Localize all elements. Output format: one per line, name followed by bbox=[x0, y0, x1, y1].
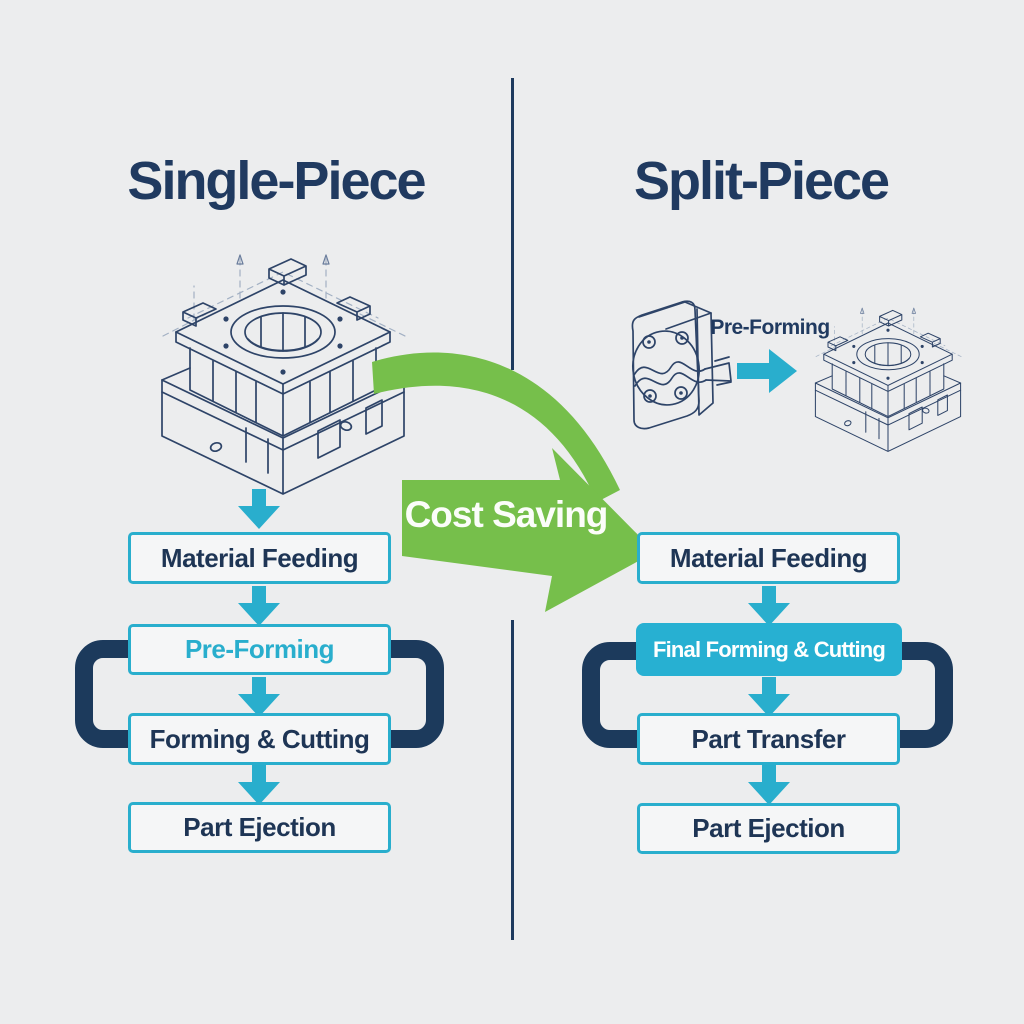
cost-saving-label: Cost Saving bbox=[404, 494, 609, 535]
step-box-forming-cutting: Forming & Cutting bbox=[128, 713, 391, 765]
transfer-arrow-icon bbox=[737, 349, 797, 393]
step-box-part-ejection-left: Part Ejection bbox=[128, 802, 391, 853]
down-arrow-icon bbox=[238, 586, 280, 626]
step-box-part-ejection-right: Part Ejection bbox=[637, 803, 900, 854]
step-box-material-feeding-right: Material Feeding bbox=[637, 532, 900, 584]
left-column-title: Single-Piece bbox=[127, 151, 426, 211]
split-piece-die-drawing bbox=[626, 300, 962, 452]
down-arrow-icon bbox=[238, 765, 280, 805]
preform-step-label: Pre-Forming bbox=[710, 316, 830, 339]
cost-saving-arrow bbox=[372, 352, 655, 612]
down-arrow-icon bbox=[238, 489, 280, 529]
down-arrow-icon bbox=[748, 677, 790, 717]
down-arrow-icon bbox=[238, 677, 280, 717]
right-column-title: Split-Piece bbox=[633, 151, 890, 211]
down-arrow-icon bbox=[748, 765, 790, 805]
center-divider-top bbox=[511, 78, 514, 370]
center-divider-bottom bbox=[511, 620, 514, 940]
down-arrow-icon bbox=[748, 586, 790, 626]
step-box-part-transfer: Part Transfer bbox=[637, 713, 900, 765]
step-box-final-forming-cutting: Final Forming & Cutting bbox=[636, 623, 902, 676]
step-box-material-feeding-left: Material Feeding bbox=[128, 532, 391, 584]
step-box-pre-forming: Pre-Forming bbox=[128, 624, 391, 675]
